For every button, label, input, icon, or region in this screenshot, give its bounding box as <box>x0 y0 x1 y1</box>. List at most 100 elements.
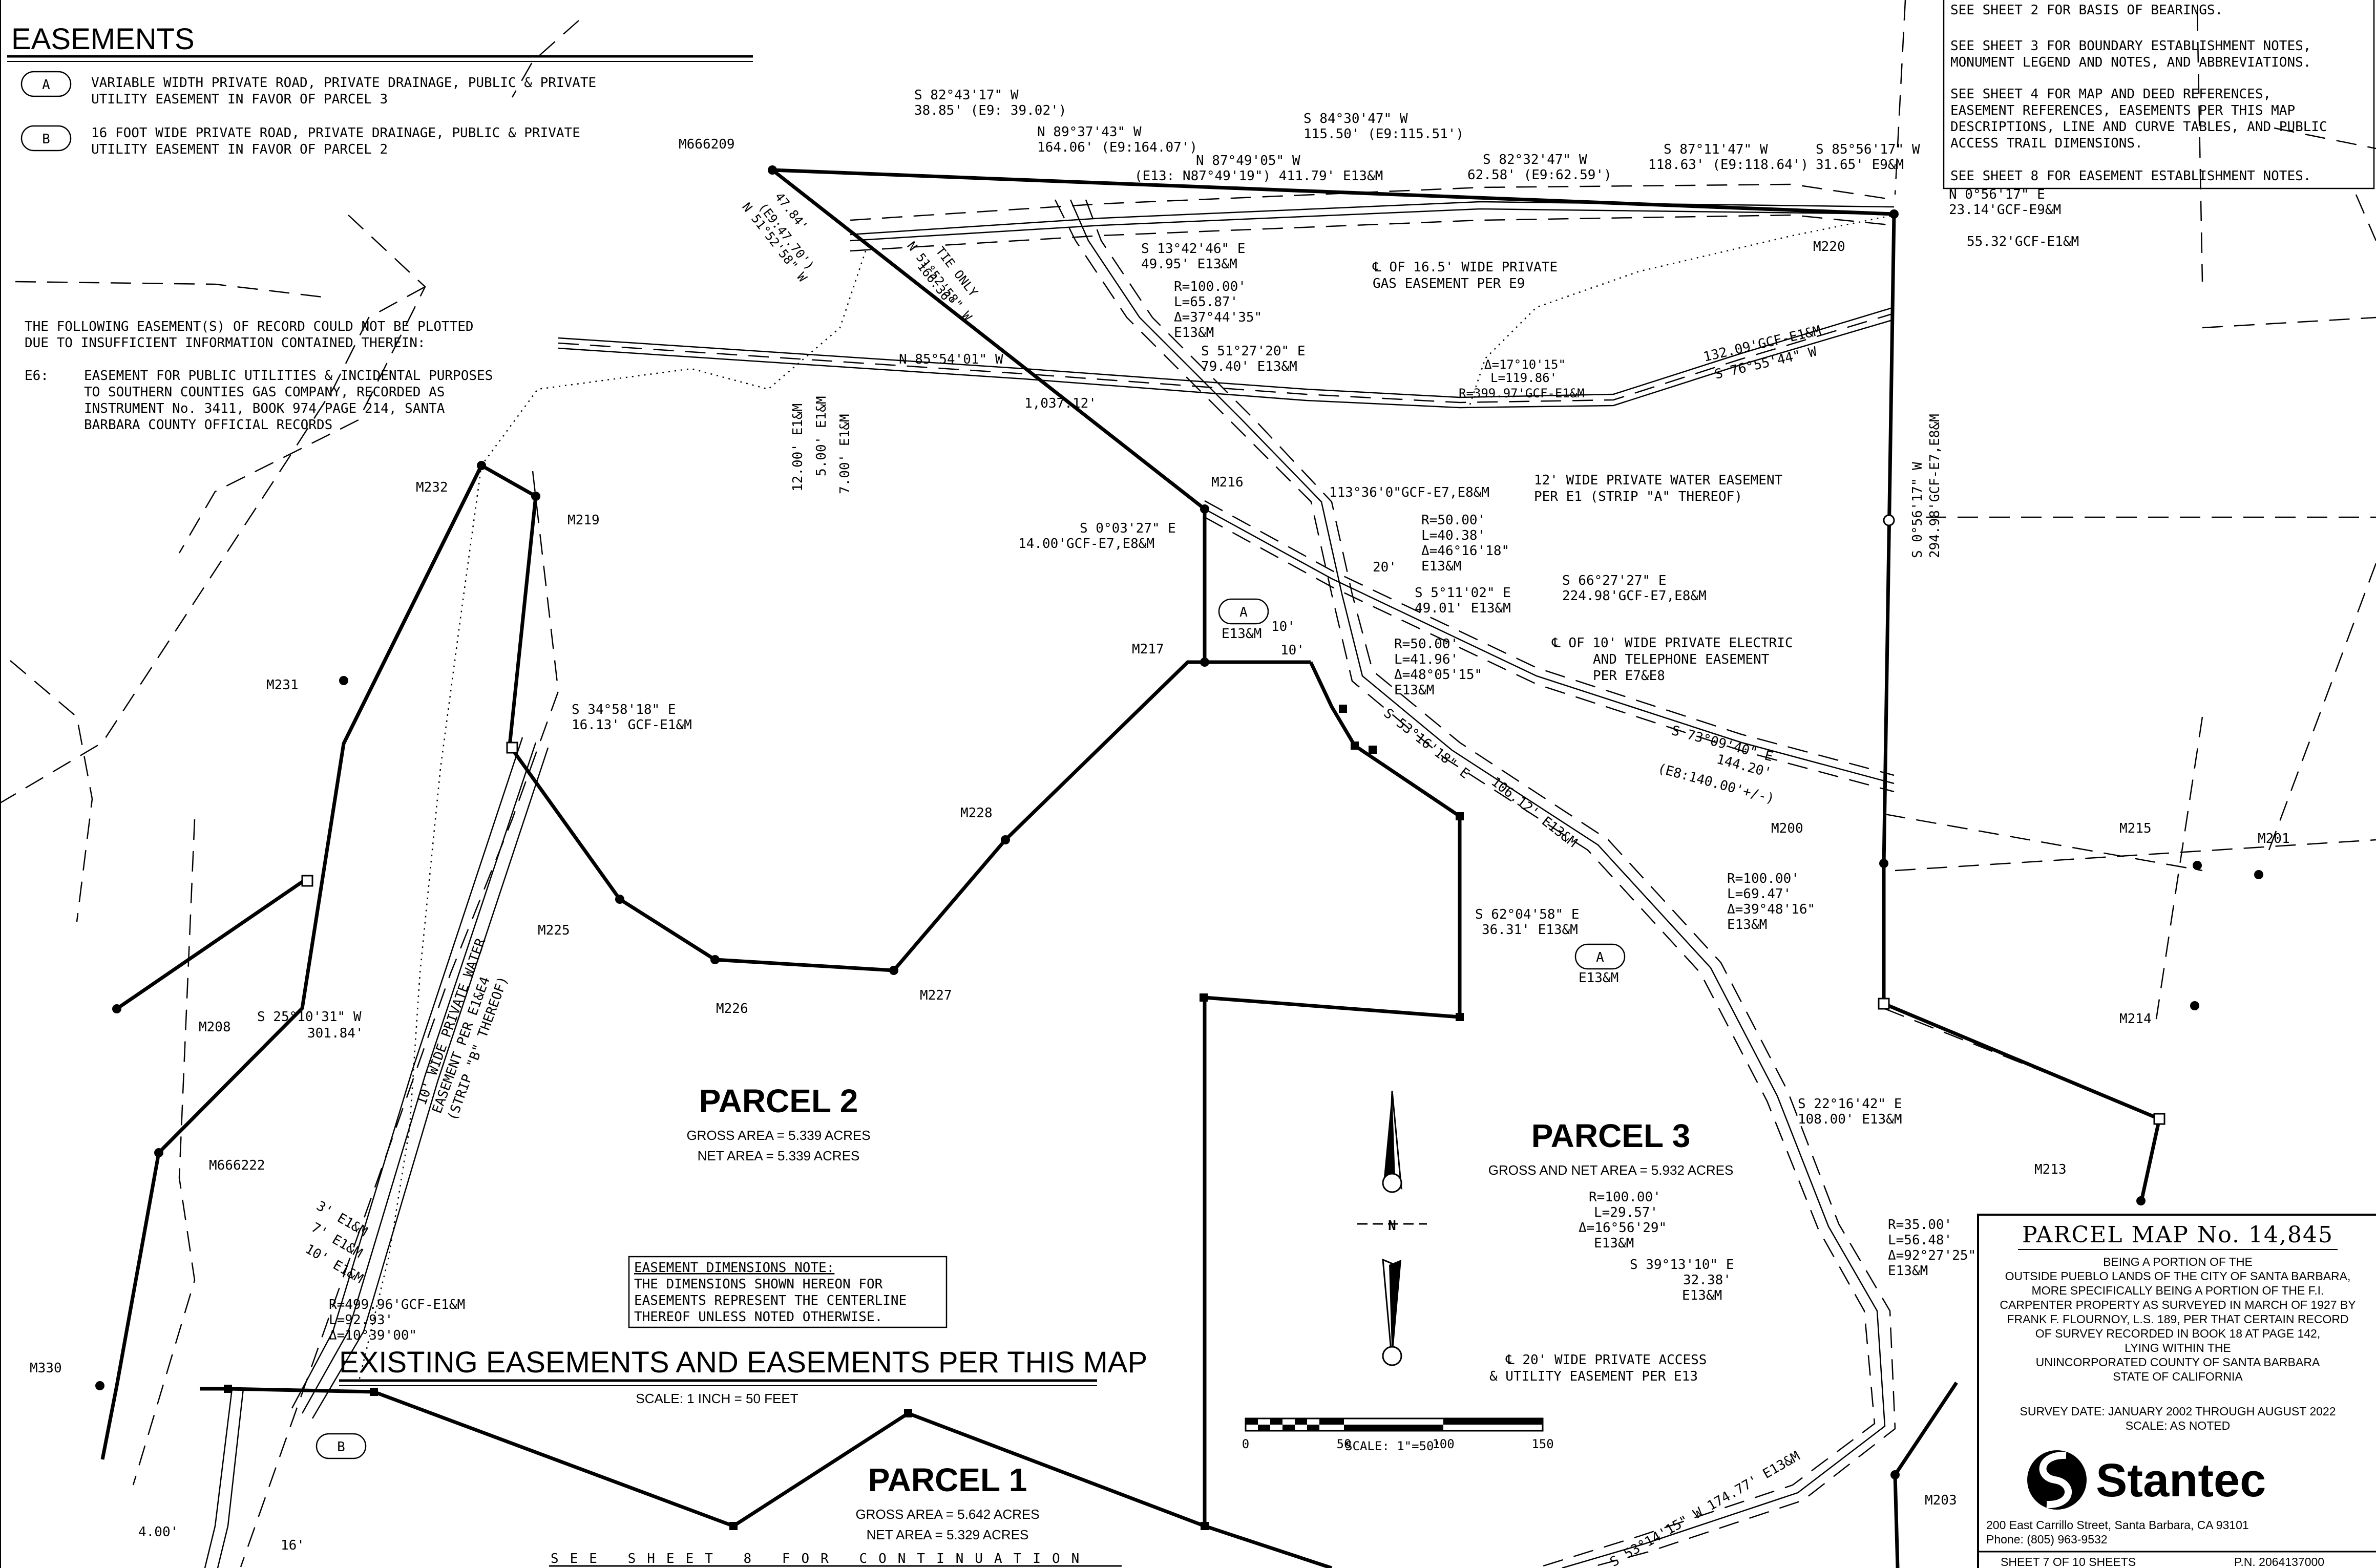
sheet-note-line: SEE SHEET 8 FOR EASEMENT ESTABLISHMENT N… <box>1950 168 2311 184</box>
monument-label: M220 <box>1813 239 1845 255</box>
bar-scale-tick: 0 <box>1242 1437 1249 1451</box>
company-address: 200 East Carrillo Street, Santa Barbara,… <box>1986 1518 2249 1532</box>
monument-icon <box>477 461 486 470</box>
easement-tag: A <box>1596 950 1604 965</box>
title-block-desc-line: UNINCORPORATED COUNTY OF SANTA BARBARA <box>2036 1355 2320 1369</box>
curve-label: E13&M <box>1174 325 1214 341</box>
parcel-2-net-area: NET AREA = 5.339 ACRES <box>698 1148 860 1163</box>
monument-icon <box>889 966 898 975</box>
curve-label: L=65.87' <box>1174 294 1238 310</box>
bar-scale: SCALE: 1"=50' 0 50 100 150 <box>1242 1417 1554 1453</box>
easement-label: 12' WIDE PRIVATE WATER EASEMENT <box>1534 473 1783 488</box>
monument-icon <box>1201 1522 1209 1530</box>
curve-label: R=100.00' <box>1727 871 1799 886</box>
monument-square-icon <box>301 875 313 887</box>
title-block-desc-line: MORE SPECIFICALLY BEING A PORTION OF THE… <box>2032 1284 2324 1297</box>
bearing-label: N 87°49'05" W <box>1196 153 1300 168</box>
easement-tag-a-icon <box>1574 943 1626 970</box>
distance-label: 7.00' E1&M <box>837 414 853 494</box>
monument-label: M213 <box>2034 1162 2067 1177</box>
bearing-label: S 13°42'46" E <box>1141 241 1246 257</box>
unplotted-note-e6-line3: INSTRUMENT No. 3411, BOOK 974 PAGE 214, … <box>84 401 445 416</box>
bar-scale-title: SCALE: 1"=50' <box>1345 1439 1441 1453</box>
easement-tag-b: B <box>42 132 50 147</box>
curve-label: Δ=46°16'18" <box>1421 543 1509 559</box>
dimensions-note-line: THEREOF UNLESS NOTED OTHERWISE. <box>634 1309 882 1325</box>
sheet-note-line: ACCESS TRAIL DIMENSIONS. <box>1950 136 2143 151</box>
easement-lines <box>204 183 1896 1568</box>
bearing-label: S 0°03'27" E <box>1080 521 1176 536</box>
distance-label: 55.32'GCF-E1&M <box>1967 234 2079 249</box>
bar-scale-tick: 50 <box>1337 1437 1352 1451</box>
distance-label: 49.01' E13&M <box>1415 601 1511 616</box>
easement-tag: B <box>337 1439 345 1455</box>
width-label: 20' <box>1373 560 1397 575</box>
monument-label: M225 <box>538 923 570 938</box>
title-block-desc-line: LYING WITHIN THE <box>2125 1341 2231 1354</box>
distance-label: 224.98'GCF-E7,E8&M <box>1562 588 1707 604</box>
company-name: Stantec <box>2096 1454 2266 1507</box>
easement-tag-b-icon <box>20 125 72 152</box>
sheet-note-line: SEE SHEET 3 FOR BOUNDARY ESTABLISHMENT N… <box>1950 38 2311 54</box>
distance-label: 14.00'GCF-E7,E8&M <box>1018 536 1154 552</box>
distance-label: (E13: N87°49'19") 411.79' E13&M <box>1134 168 1383 184</box>
monument-icon <box>95 1381 104 1390</box>
title-block-desc-line: OUTSIDE PUEBLO LANDS OF THE CITY OF SANT… <box>2005 1269 2351 1283</box>
easement-tag-a-icon <box>1218 598 1269 625</box>
monument-icon <box>154 1148 163 1157</box>
monument-label: M232 <box>416 480 448 495</box>
curve-label: Δ=48°05'15" <box>1394 667 1482 683</box>
monument-square-icon <box>2153 1113 2165 1125</box>
curve-label: E13&M <box>1888 1263 1928 1279</box>
bearing-label: S 0°56'17" W <box>1910 462 1925 558</box>
bar-scale-tick: 100 <box>1432 1437 1454 1451</box>
bearing-label: S 53°14'15" W 174.77' E13&M <box>1608 1449 1803 1568</box>
dimensions-note-line: EASEMENTS REPRESENT THE CENTERLINE <box>634 1293 907 1308</box>
monument-label: M214 <box>2119 1011 2152 1027</box>
monument-label: M208 <box>199 1020 231 1035</box>
monument-icon <box>339 676 348 685</box>
parcel-1-name: PARCEL 1 <box>868 1461 1027 1498</box>
monument-icon <box>710 955 720 964</box>
bearing-label: S 34°58'18" E <box>572 702 676 717</box>
width-label: 10' <box>1271 619 1295 634</box>
title-block: PARCEL MAP No. 14,845 BEING A PORTION OF… <box>1977 1214 2376 1568</box>
easements-legend: EASEMENTS A VARIABLE WIDTH PRIVATE ROAD,… <box>7 23 753 157</box>
drawing-scale-text: SCALE: 1 INCH = 50 FEET <box>636 1391 798 1406</box>
distance-label: 164.06' (E9:164.07') <box>1037 140 1197 155</box>
easement-label: AND TELEPHONE EASEMENT <box>1593 652 1770 667</box>
distance-label: 118.63' (E9:118.64') <box>1648 157 1809 173</box>
distance-label: 38.85' (E9: 39.02') <box>914 103 1066 118</box>
monument-labels: M666209 M220 M216 M217 M219 M232 M231 M2… <box>30 137 2290 1508</box>
easement-label: ℄ OF 10' WIDE PRIVATE ELECTRIC <box>1551 635 1793 651</box>
unplotted-note-e6-tag: E6: <box>25 368 49 384</box>
monument-icon <box>904 1409 912 1417</box>
curve-label: R=499.96'GCF-E1&M <box>329 1297 465 1312</box>
monument-icon <box>768 165 777 175</box>
curve-label: Δ=10°39'00" <box>329 1328 417 1343</box>
parcel-1-net-area: NET AREA = 5.329 ACRES <box>867 1527 1029 1542</box>
distance-label: 5.00' E1&M <box>814 396 829 476</box>
bearing-label: S 87°11'47" W <box>1664 142 1768 157</box>
monument-label: M203 <box>1925 1493 1957 1508</box>
drawing-title-text: EXISTING EASEMENTS AND EASEMENTS PER THI… <box>339 1346 1147 1379</box>
curve-label: R=50.00' <box>1394 637 1458 652</box>
distance-label: 4.00' <box>138 1524 178 1540</box>
monument-icon <box>1200 658 1209 667</box>
curve-label: E13&M <box>1594 1236 1634 1251</box>
dotted-trail-lines <box>358 214 1895 1383</box>
bearing-label: N 0°56'17" E <box>1949 187 2045 202</box>
monument-square-icon <box>1878 998 1890 1010</box>
easement-a-text-line2: UTILITY EASEMENT IN FAVOR OF PARCEL 3 <box>91 92 388 107</box>
sheet-note-line: DESCRIPTIONS, LINE AND CURVE TABLES, AND… <box>1950 119 2327 135</box>
bearing-label: S 51°27'20" E <box>1201 344 1306 359</box>
title-block-desc-line: CARPENTER PROPERTY AS SURVEYED IN MARCH … <box>2000 1298 2356 1311</box>
monument-icon <box>729 1522 738 1530</box>
distance-label: 32.38' <box>1683 1273 1731 1288</box>
parcel-labels: PARCEL 2 GROSS AREA = 5.339 ACRES NET AR… <box>686 1083 1733 1542</box>
title-block-desc-line: OF SURVEY RECORDED IN BOOK 18 AT PAGE 14… <box>2035 1327 2320 1340</box>
monument-label: M228 <box>960 806 993 821</box>
monument-icon <box>1890 1470 1900 1479</box>
distance-label: 31.65' E9&M <box>1816 157 1904 173</box>
